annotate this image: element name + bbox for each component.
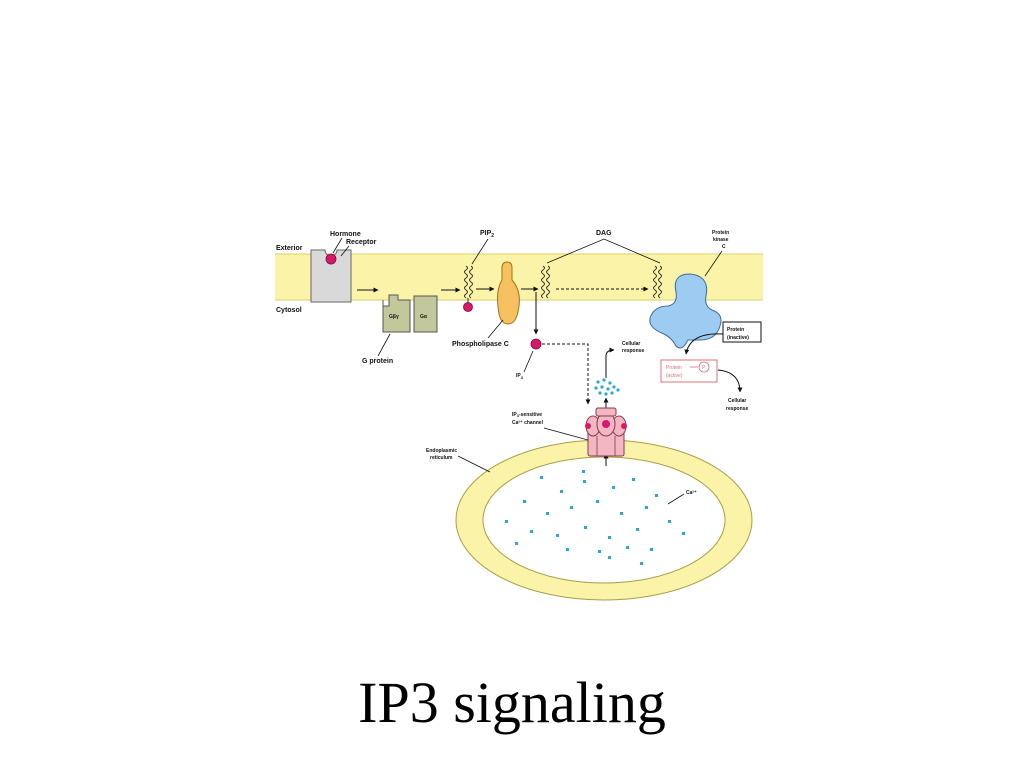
exterior-label: Exterior	[276, 245, 303, 252]
er-label-line1: Endoplasmic	[426, 448, 457, 454]
ip3-to-channel-arrow	[542, 343, 591, 405]
pip2-leader	[471, 238, 489, 265]
released-calcium-cluster	[594, 378, 620, 396]
ip3-sensitive-channel	[585, 407, 627, 457]
phosphate-label: P	[702, 365, 706, 371]
ip3-label: IP3	[516, 373, 524, 380]
inactive-to-active-arrow	[684, 333, 724, 355]
g-protein-leader	[377, 333, 391, 357]
pip2-label: PIP2	[480, 230, 494, 239]
cellular-response-2-line1: Cellular	[728, 398, 746, 404]
calcium-to-response-arrow	[605, 347, 615, 378]
ip3-leader	[523, 350, 534, 373]
phospholipase-c-leader	[487, 319, 504, 339]
dag-lipid-right	[653, 265, 662, 299]
active-to-response-arrow	[717, 369, 743, 393]
g-protein-label: G protein	[362, 358, 393, 365]
receptor-leader	[340, 245, 350, 257]
g-beta-gamma-subunit	[382, 294, 411, 333]
er-label-line2: reticulum	[430, 455, 453, 461]
pip2-head-group	[463, 302, 473, 312]
hormone-leader	[332, 237, 343, 254]
protein-active-line1: Protein	[666, 365, 682, 371]
pkc-label-line3: C	[722, 244, 726, 250]
pkc-leader	[704, 250, 723, 277]
protein-inactive-line1: Protein	[727, 327, 744, 333]
slide-title: IP3 signaling	[358, 670, 666, 735]
protein-active-line2: (active)	[666, 373, 683, 379]
hormone-ligand	[325, 253, 337, 265]
phospholipase-c-shape	[497, 261, 520, 325]
er-calcium-ions	[505, 470, 685, 565]
calcium-leader	[667, 493, 685, 505]
dag-lipid-left	[541, 265, 550, 299]
g-alpha-label: Gα	[420, 314, 428, 320]
protein-inactive-line2: (inactive)	[727, 335, 749, 341]
pkc-label-line2: kinase	[713, 237, 729, 243]
phosphate-group	[698, 361, 710, 373]
er-leader	[457, 455, 491, 473]
channel-label-line2: Ca²⁺ channel	[512, 420, 544, 426]
calcium-label: Ca²⁺	[686, 490, 697, 496]
cellular-response-1-line2: response	[622, 348, 644, 354]
cytosol-label: Cytosol	[276, 307, 302, 314]
channel-label-line1: IP3-sensitive	[512, 412, 542, 418]
pkc-label-line1: Protein	[712, 230, 729, 236]
protein-inactive-box	[722, 321, 762, 343]
cellular-response-1-line1: Cellular	[622, 341, 640, 347]
cellular-response-2-line2: response	[726, 406, 748, 412]
dag-label: DAG	[596, 230, 612, 237]
g-beta-gamma-label: Gβγ	[389, 314, 399, 320]
pip2-lipid-tails	[464, 265, 473, 299]
hormone-label: Hormone	[330, 231, 361, 238]
ip3-molecule	[530, 338, 542, 350]
receptor-label: Receptor	[346, 239, 377, 246]
er-lumen	[482, 456, 726, 584]
phospholipase-c-label: Phospholipase C	[452, 341, 509, 348]
channel-leader	[543, 427, 589, 441]
g-alpha-subunit	[413, 295, 438, 333]
dag-leader	[546, 238, 661, 264]
